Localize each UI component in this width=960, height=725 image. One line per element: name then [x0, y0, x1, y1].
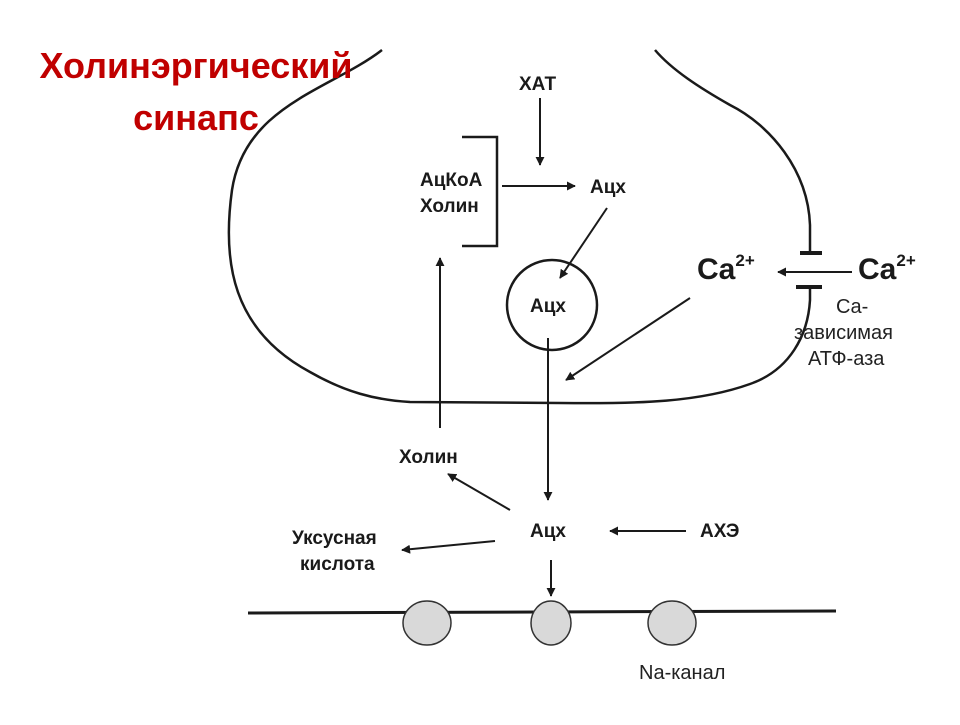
arrow-to-acetic-acid: [401, 540, 496, 554]
label-na-channel: Na-канал: [639, 662, 726, 684]
arrow-to-choline: [447, 473, 511, 511]
label-atpase-line-1: Ca-: [836, 296, 869, 318]
label-acetic-acid-line-1: Уксусная: [292, 528, 377, 549]
na-channel-1: [402, 600, 452, 646]
presynaptic-terminal-right: [654, 49, 812, 253]
label-ca-inside: Ca2+: [697, 251, 755, 287]
ca-outside-charge: 2+: [896, 251, 916, 270]
label-acetic-acid-line-2: кислота: [300, 554, 375, 575]
arrow-ca-to-release: [565, 297, 691, 381]
substrate-bracket: [462, 135, 499, 248]
ca-outside-symbol: Ca: [858, 253, 897, 286]
label-ca-outside: Ca2+: [858, 251, 916, 287]
label-choline-cleft: Холин: [399, 447, 458, 468]
synaptic-vesicle: [505, 258, 599, 352]
page-title-line-1: Холинэргический: [39, 45, 353, 86]
label-hat: ХАТ: [519, 74, 557, 95]
label-atpase-line-2: зависимая: [794, 322, 893, 344]
na-channel-2: [530, 600, 572, 646]
label-ache: АХЭ: [700, 521, 740, 542]
na-channel-3: [647, 600, 697, 646]
ca-inside-symbol: Ca: [697, 253, 736, 286]
label-ach-synthesized: Ацх: [590, 177, 626, 198]
label-choline-inside: Холин: [420, 196, 479, 217]
presynaptic-terminal: [227, 49, 812, 405]
label-atpase-line-3: АТФ-аза: [808, 348, 885, 370]
page-title-line-2: синапс: [133, 97, 259, 138]
label-ach-cleft: Ацх: [530, 521, 566, 542]
ca-inside-charge: 2+: [735, 251, 755, 270]
arrow-into-vesicle: [559, 207, 608, 279]
label-acetyl-coa: АцКоА: [420, 170, 483, 191]
label-ach-vesicle: Ацх: [530, 296, 566, 317]
